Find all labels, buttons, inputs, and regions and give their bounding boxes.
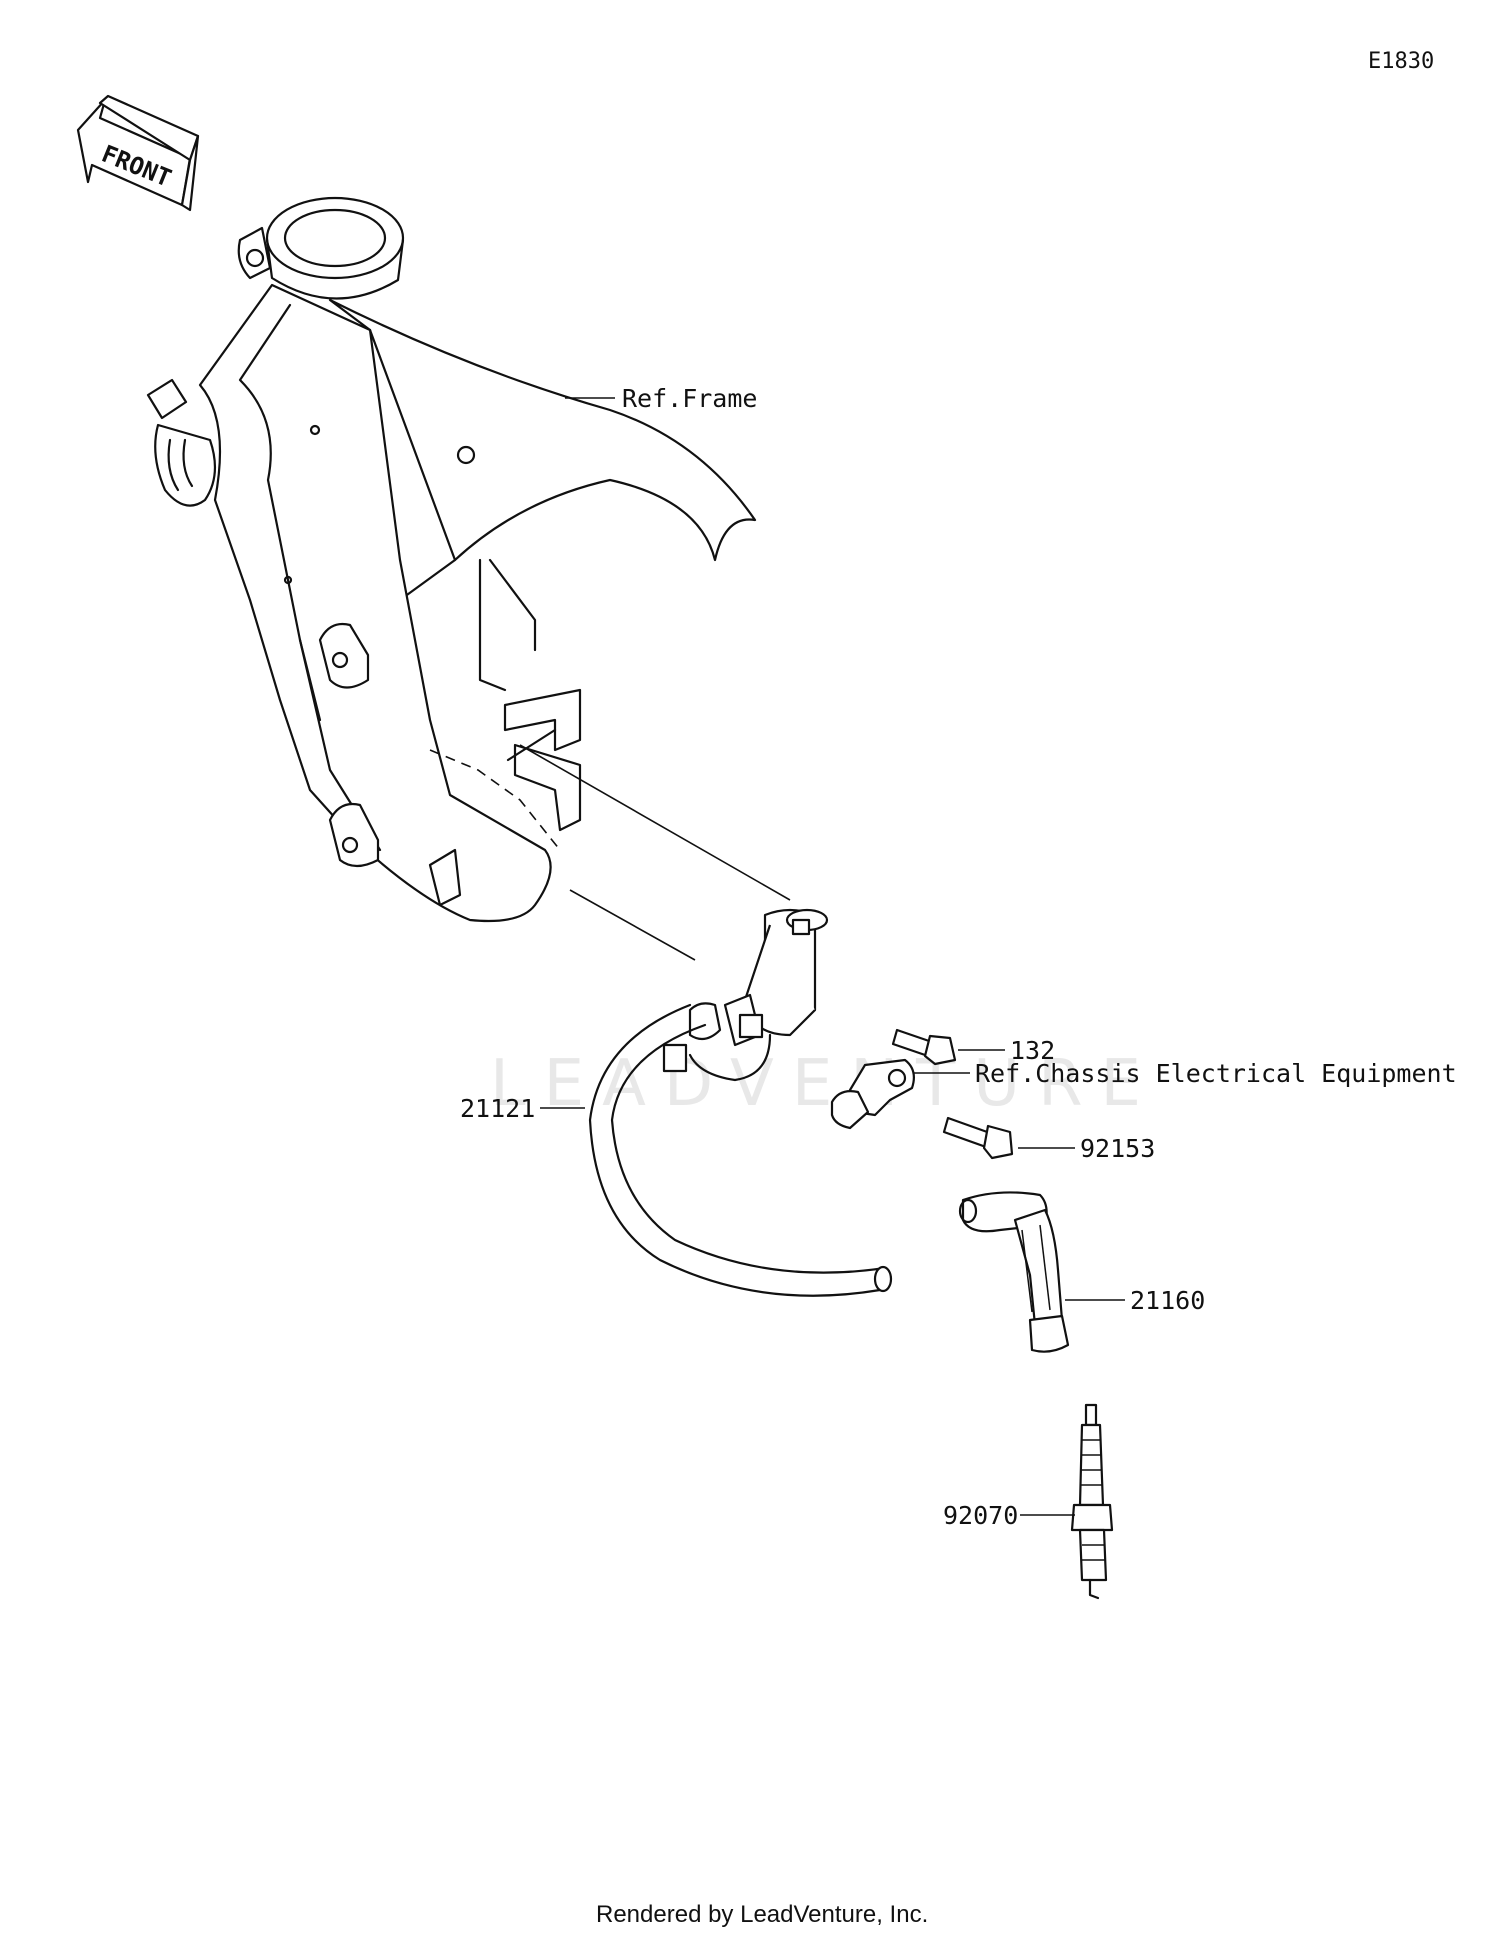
ignition-coil-illustration <box>662 908 829 1082</box>
high-tension-lead-illustration <box>588 1003 893 1297</box>
callout-ref-chassis[interactable]: Ref.Chassis Electrical Equipment <box>975 1059 1457 1088</box>
callout-part-21121[interactable]: 21121 <box>460 1094 535 1123</box>
callout-part-21160[interactable]: 21160 <box>1130 1286 1205 1315</box>
front-arrow-icon: FRONT <box>76 94 200 212</box>
callout-part-92153[interactable]: 92153 <box>1080 1134 1155 1163</box>
callout-part-132[interactable]: 132 <box>1010 1036 1055 1065</box>
footer-credit: Rendered by LeadVenture, Inc. <box>596 1901 928 1928</box>
chassis-bracket-illustration <box>830 1058 915 1130</box>
callout-part-92070[interactable]: 92070 <box>943 1501 1018 1530</box>
diagram-code: E1830 <box>1368 49 1434 74</box>
spark-plug-illustration <box>1070 1403 1114 1600</box>
callout-ref-frame[interactable]: Ref.Frame <box>622 384 757 413</box>
bolt-92153-illustration <box>942 1116 1014 1160</box>
plug-cap-illustration <box>958 1191 1070 1353</box>
bolt-132-illustration <box>891 1028 957 1066</box>
frame-illustration <box>146 196 757 923</box>
